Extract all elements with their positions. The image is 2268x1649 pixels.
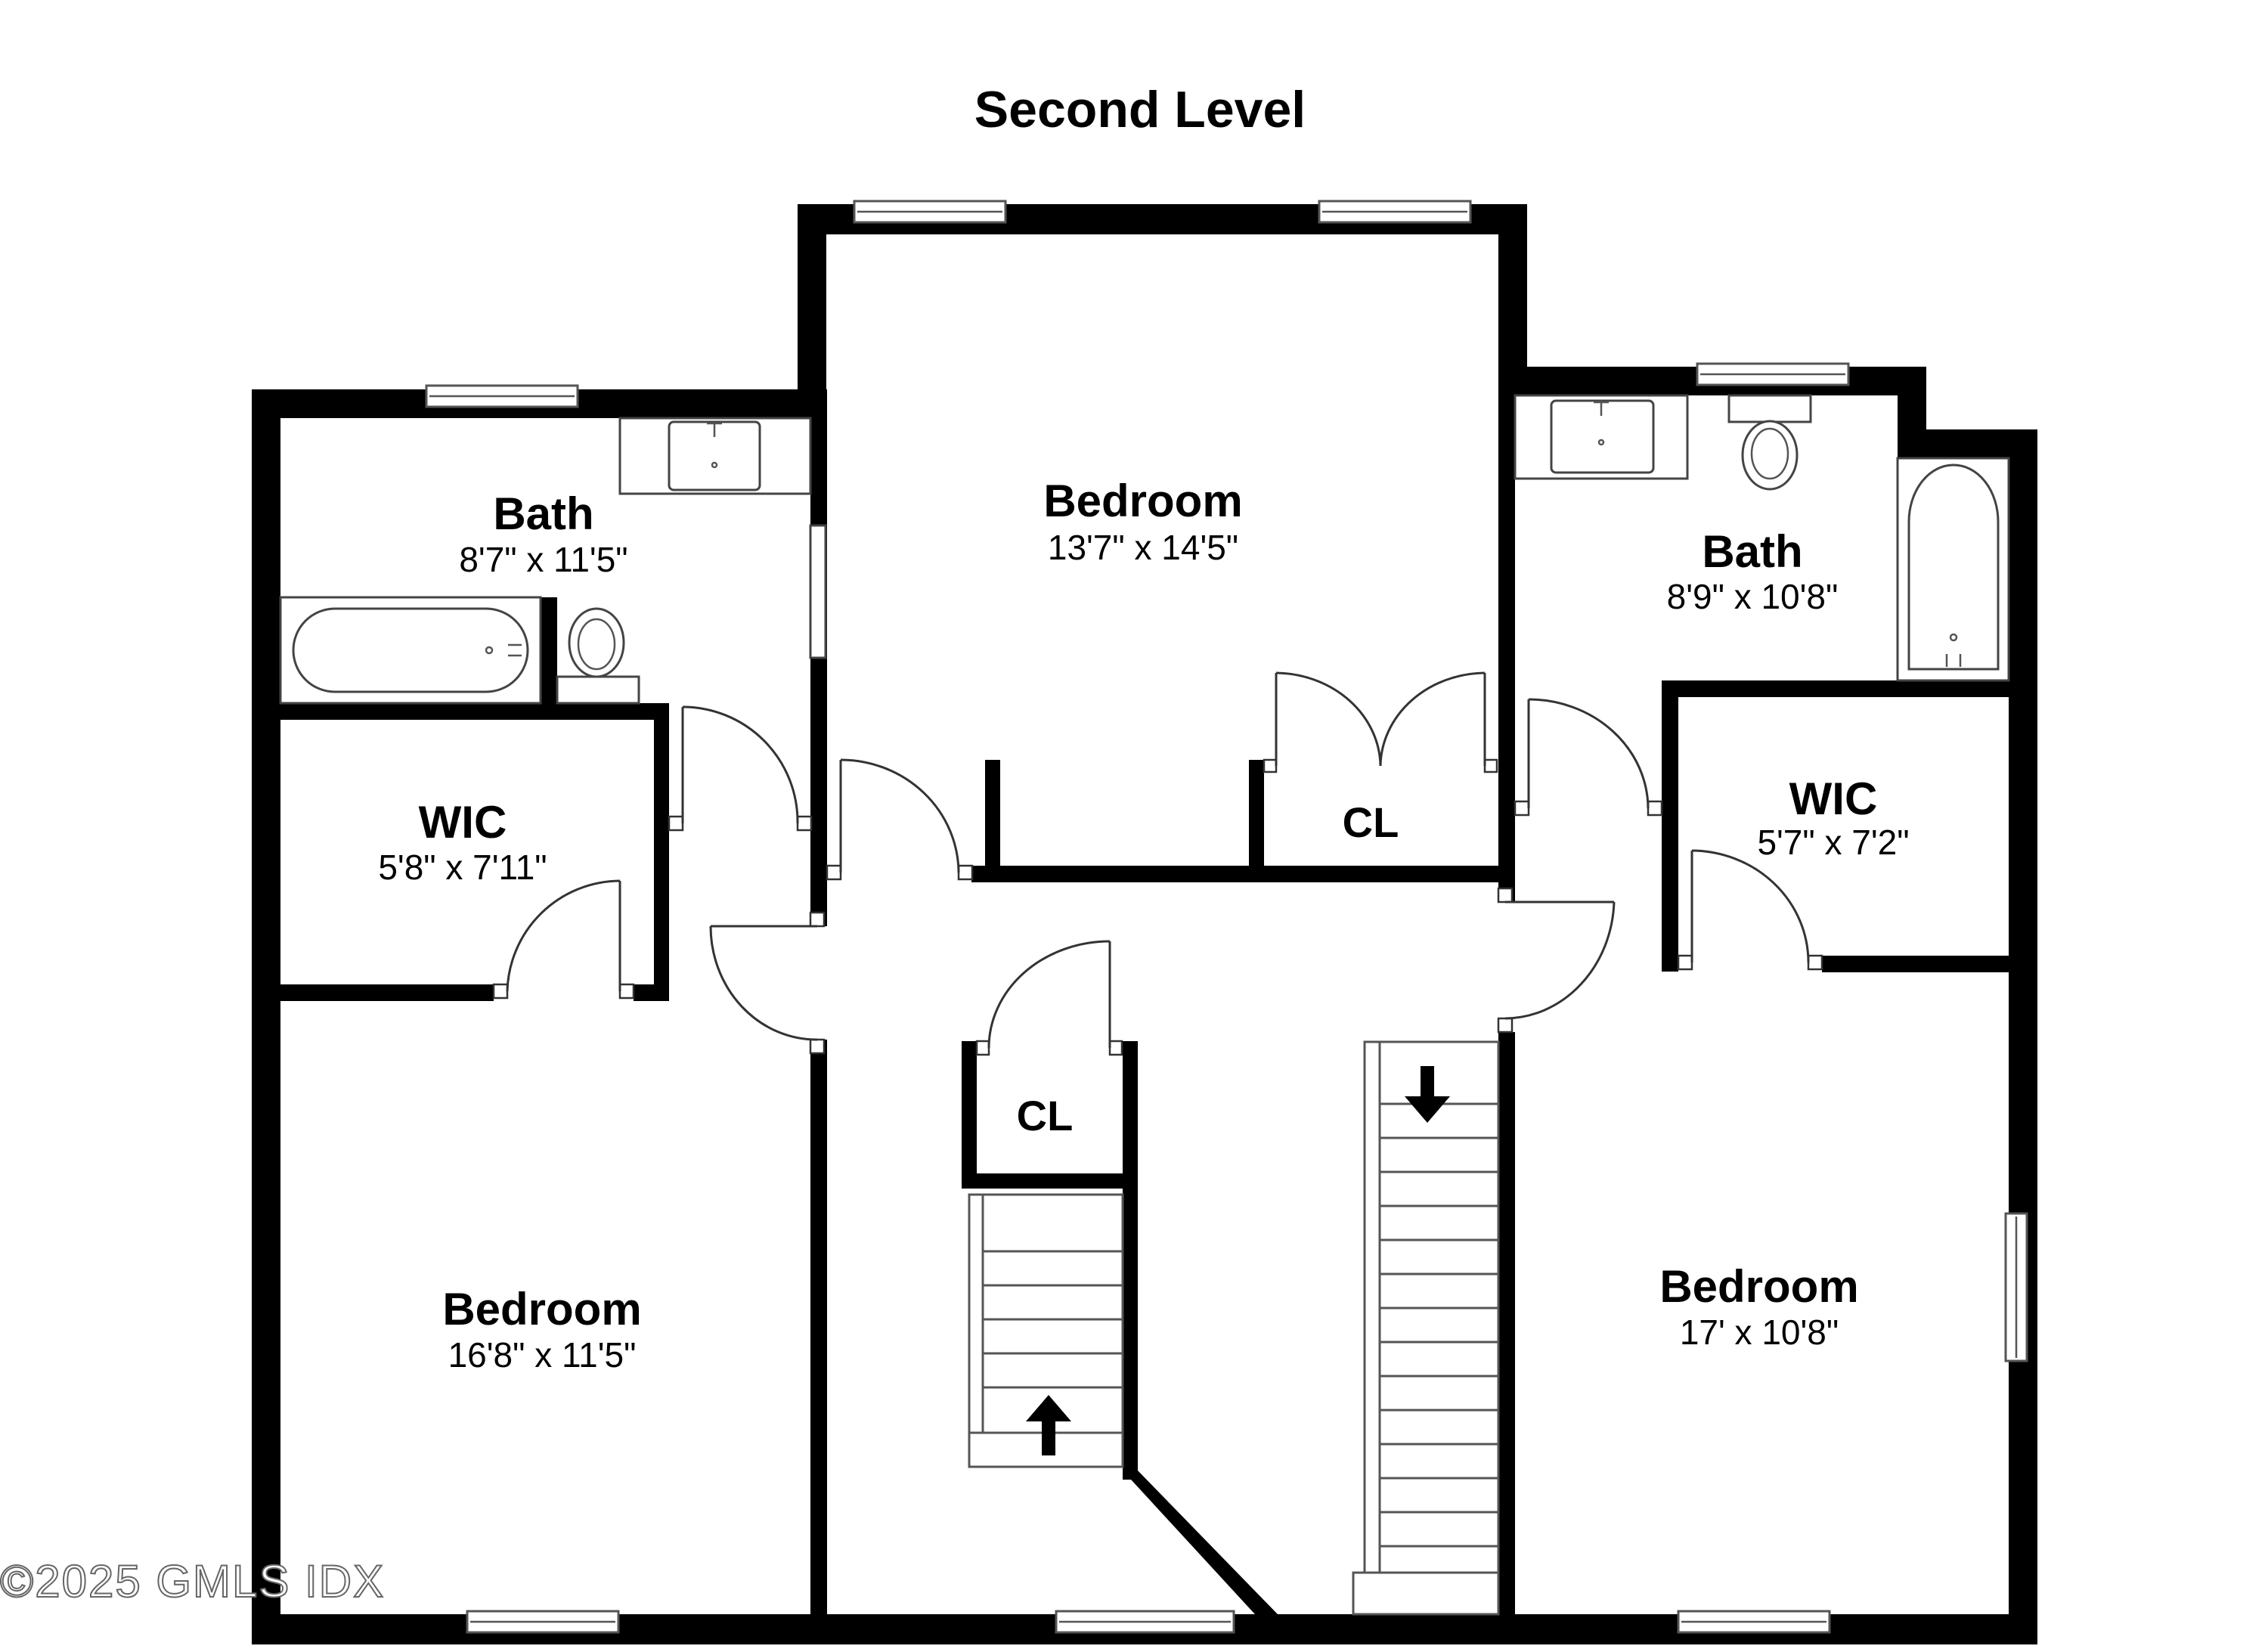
room-name: Bedroom — [1043, 476, 1242, 526]
room-label-closet-hall: CL — [1017, 1092, 1074, 1139]
door — [975, 940, 1123, 1056]
room-name: WIC — [419, 797, 507, 848]
toilet-icon — [556, 607, 640, 705]
window — [1696, 362, 1850, 386]
bathtub-icon — [279, 596, 542, 705]
windows — [425, 200, 2028, 1634]
room-name: Bath — [493, 488, 593, 539]
bathtub-icon — [1896, 457, 2010, 682]
room-name: Bedroom — [442, 1284, 641, 1334]
room-dimensions: 5'7" x 7'2" — [1757, 823, 1909, 862]
vanity-sink-icon — [618, 417, 812, 495]
room-dimensions: 8'9" x 10'8" — [1667, 577, 1839, 616]
room-dimensions: 8'7" x 11'5" — [459, 540, 627, 579]
door — [492, 879, 635, 1000]
doors — [492, 671, 1823, 1056]
room-label-bedroom-left: Bedroom 16'8" x 11'5" — [442, 1284, 641, 1375]
room-name: CL — [1343, 798, 1399, 846]
arrow-down-icon — [1405, 1066, 1450, 1123]
room-label-bath-right: Bath 8'9" x 10'8" — [1667, 526, 1839, 616]
room-label-bedroom-right: Bedroom 17' x 10'8" — [1659, 1261, 1858, 1352]
window — [1055, 1610, 1235, 1634]
window — [2004, 1212, 2028, 1362]
arrow-up-icon — [1026, 1395, 1071, 1455]
toilet-icon — [1727, 394, 1812, 491]
room-dimensions: 13'7" x 14'5" — [1048, 528, 1238, 567]
door — [1677, 849, 1823, 971]
linen-shelf — [809, 524, 827, 659]
vanity-sink-icon — [1514, 394, 1689, 480]
plan-title: Second Level — [974, 81, 1306, 138]
watermark: ©2025 GMLS IDX — [0, 1556, 385, 1607]
door — [1514, 698, 1663, 817]
window — [425, 384, 579, 408]
room-dimensions: 17' x 10'8" — [1680, 1313, 1839, 1352]
room-dimensions: 16'8" x 11'5" — [448, 1335, 637, 1375]
left-bath-fixtures — [279, 417, 827, 705]
room-name: WIC — [1789, 773, 1878, 824]
window — [853, 200, 1007, 224]
room-label-closet-top: CL — [1343, 798, 1399, 846]
door — [1263, 671, 1498, 773]
door — [668, 705, 813, 832]
room-label-wic-left: WIC 5'8" x 7'11" — [378, 797, 547, 887]
room-name: Bath — [1702, 526, 1802, 577]
right-bath-fixtures — [1514, 394, 2010, 682]
room-label-wic-right: WIC 5'7" x 7'2" — [1757, 773, 1909, 862]
room-label-bedroom-top: Bedroom 13'7" x 14'5" — [1043, 476, 1242, 567]
door — [826, 758, 974, 881]
room-label-bath-left: Bath 8'7" x 11'5" — [459, 488, 627, 579]
stairs-right — [1352, 1040, 1500, 1616]
door — [1497, 887, 1616, 1034]
door — [709, 911, 826, 1055]
window — [1677, 1610, 1831, 1634]
room-name: Bedroom — [1659, 1261, 1858, 1312]
room-name: CL — [1017, 1092, 1074, 1139]
window — [1318, 200, 1472, 224]
stairs-left — [968, 1193, 1124, 1468]
window — [466, 1610, 620, 1634]
room-dimensions: 5'8" x 7'11" — [378, 848, 547, 887]
